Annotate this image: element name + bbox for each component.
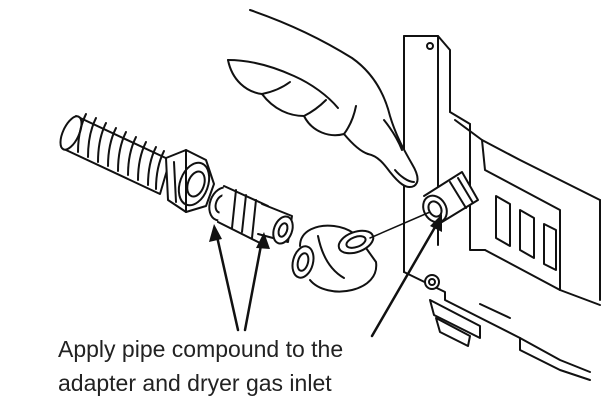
hand	[228, 10, 418, 187]
arrows	[216, 222, 438, 336]
arrow-to-adapter-left	[216, 232, 238, 330]
alignment-line	[370, 212, 430, 238]
caption-line-1: Apply pipe compound to the	[58, 336, 344, 362]
pipe-adapter	[205, 184, 296, 246]
caption-line-2: adapter and dryer gas inlet	[58, 370, 332, 396]
arrowhead-left	[209, 224, 222, 242]
flexible-gas-line	[56, 113, 170, 194]
dryer-gas-inlet	[418, 172, 478, 227]
arrow-to-adapter-right	[245, 240, 262, 330]
flare-nut	[166, 150, 215, 212]
arrow-to-inlet	[372, 222, 438, 336]
elbow-fitting	[289, 226, 376, 292]
arrowhead-inlet	[430, 214, 442, 232]
arrowhead-right	[256, 232, 270, 249]
dryer-cabinet	[404, 36, 600, 380]
